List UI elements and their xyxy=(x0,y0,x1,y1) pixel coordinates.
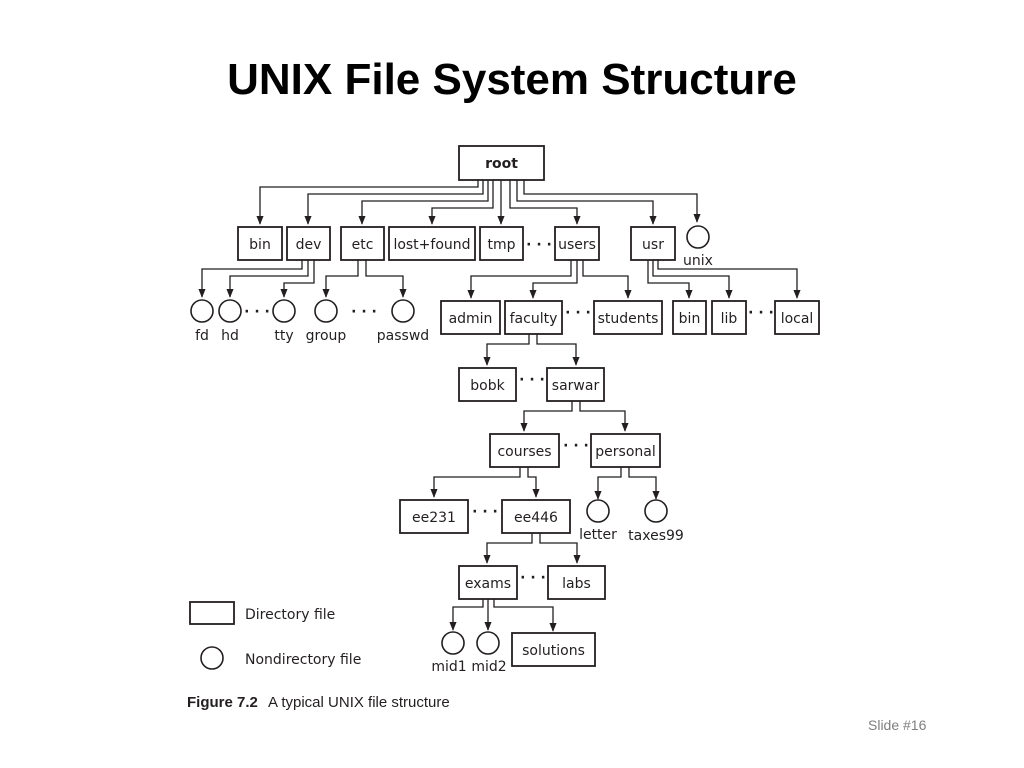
dir-label: bobk xyxy=(470,378,505,394)
ellipsis: · · · xyxy=(244,304,270,320)
dir-label: lib xyxy=(721,311,738,327)
dir-label: ee231 xyxy=(412,510,456,526)
legend-nondirectory-symbol xyxy=(200,646,224,670)
file-mid2: mid2 xyxy=(471,631,507,675)
dir-bobk: bobk xyxy=(458,367,517,402)
dir-ee231: ee231 xyxy=(399,499,469,534)
dir-etc: etc xyxy=(340,226,385,261)
dir-label: students xyxy=(598,311,659,327)
dir-usr-bin: bin xyxy=(672,300,707,335)
ellipsis: · · · xyxy=(472,504,498,520)
dir-label: personal xyxy=(595,444,655,460)
dir-label: root xyxy=(485,156,518,172)
dir-lib: lib xyxy=(711,300,747,335)
dir-label: sarwar xyxy=(552,378,600,394)
dir-lost-found: lost+found xyxy=(388,226,476,261)
dir-usr: usr xyxy=(630,226,676,261)
dir-bin: bin xyxy=(237,226,283,261)
dir-label: usr xyxy=(642,237,664,253)
file-label: fd xyxy=(195,328,209,344)
ellipsis: · · · xyxy=(565,305,591,321)
dir-admin: admin xyxy=(440,300,501,335)
file-mid1: mid1 xyxy=(431,631,467,675)
legend-directory-label: Directory file xyxy=(245,607,335,623)
slide-title: UNIX File System Structure xyxy=(227,55,797,104)
dir-label: labs xyxy=(562,576,591,592)
dir-root: root xyxy=(458,145,545,181)
dir-label: solutions xyxy=(522,643,585,659)
dir-users: users xyxy=(554,226,600,261)
dir-label: tmp xyxy=(487,237,515,253)
file-label: unix xyxy=(683,253,713,269)
file-label: mid2 xyxy=(471,659,506,675)
dir-label: bin xyxy=(249,237,271,253)
file-label: passwd xyxy=(377,328,429,344)
dir-label: faculty xyxy=(510,311,558,327)
dir-personal: personal xyxy=(590,433,661,468)
ellipsis: · · · xyxy=(520,570,546,586)
file-label: letter xyxy=(579,527,617,543)
ellipsis: · · · xyxy=(519,372,545,388)
dir-labs: labs xyxy=(547,565,606,600)
dir-label: lost+found xyxy=(393,237,470,253)
file-unix: unix xyxy=(683,225,713,269)
dir-dev: dev xyxy=(286,226,331,261)
dir-label: exams xyxy=(465,576,511,592)
dir-courses: courses xyxy=(489,433,560,468)
legend-directory-symbol xyxy=(189,601,235,625)
file-taxes99: taxes99 xyxy=(628,499,684,544)
dir-tmp: tmp xyxy=(479,226,524,261)
tree-connectors xyxy=(198,180,801,632)
figure-caption: Figure 7.2 A typical UNIX file structure xyxy=(187,694,450,711)
ellipsis: · · · xyxy=(563,438,589,454)
ellipsis: · · · xyxy=(748,305,774,321)
file-hd: hd xyxy=(218,299,242,344)
file-letter: letter xyxy=(579,499,617,543)
figure-caption-text: A typical UNIX file structure xyxy=(268,694,450,711)
dir-label: users xyxy=(558,237,596,253)
slide-number: Slide #16 xyxy=(868,717,927,733)
dir-label: ee446 xyxy=(514,510,558,526)
legend: Directory file Nondirectory file xyxy=(189,601,361,670)
file-label: hd xyxy=(221,328,239,344)
file-label: taxes99 xyxy=(628,528,684,544)
file-tty: tty xyxy=(272,299,296,344)
dir-faculty: faculty xyxy=(504,300,563,335)
file-label: mid1 xyxy=(431,659,466,675)
dir-label: bin xyxy=(679,311,701,327)
dir-solutions: solutions xyxy=(511,632,596,667)
dir-label: dev xyxy=(296,237,322,253)
ellipsis: · · · xyxy=(351,304,377,320)
dir-ee446: ee446 xyxy=(501,499,571,534)
file-label: group xyxy=(306,328,347,344)
figure-number: Figure 7.2 xyxy=(187,694,258,711)
legend-nondirectory-label: Nondirectory file xyxy=(245,652,361,668)
dir-label: courses xyxy=(497,444,551,460)
ellipsis: · · · xyxy=(526,237,552,253)
file-passwd: passwd xyxy=(377,299,429,344)
file-fd: fd xyxy=(190,299,214,344)
dir-exams: exams xyxy=(458,565,518,600)
dir-students: students xyxy=(593,300,663,335)
dir-label: admin xyxy=(449,311,493,327)
dir-local: local xyxy=(774,300,820,335)
dir-sarwar: sarwar xyxy=(546,367,605,402)
file-label: tty xyxy=(274,328,293,344)
dir-label: etc xyxy=(352,237,374,253)
file-group: group xyxy=(306,299,347,344)
dir-label: local xyxy=(781,311,814,327)
